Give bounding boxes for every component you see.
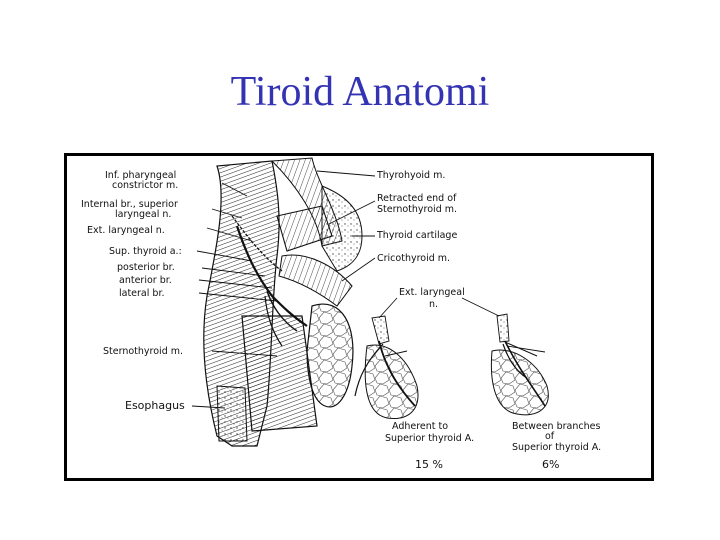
label-sup-thyroid: Sup. thyroid a.: [109,246,182,257]
label-esophagus: Esophagus [125,399,185,412]
thyroid-anatomy-illustration: Inf. pharyngeal constrictor m. Internal … [81,157,601,471]
thyroid-cartilage [321,185,363,272]
label-ext-laryngeal: Ext. laryngeal n. [87,225,165,236]
caption-of: of [545,431,555,442]
caption-adherent-to: Adherent to [392,421,448,432]
cricothyroid-muscle [278,254,353,307]
caption-between-branches: Between branches [512,421,600,432]
esophagus [216,385,248,442]
external-laryngeal-nerve [231,215,283,272]
label-retracted-sternothyroid: Sternothyroid m. [377,204,457,215]
label-laryngeal-n: laryngeal n. [115,209,171,220]
inset-between-branches-illustration [490,313,549,416]
label-constrictor: constrictor m. [112,180,178,191]
inset-leader-right [461,297,500,317]
caption-adherent-superior: Superior thyroid A. [385,433,474,444]
caption-adherent-percent: 15 % [415,458,443,471]
caption-between-percent: 6% [542,458,559,471]
label-thyrohyoid: Thyrohyoid m. [376,170,445,181]
thyroid-lobe [306,303,354,408]
label-inset-n: n. [429,299,438,310]
inset-leader-left [378,297,398,319]
sternothyroid-muscle [241,315,318,432]
left-leader-lines [191,182,278,409]
slide-title: Tiroid Anatomi [230,69,490,115]
label-posterior-br: posterior br. [117,262,175,273]
anatomy-figure: Inf. pharyngeal constrictor m. Internal … [64,153,654,481]
label-inf-pharyngeal: Inf. pharyngeal [105,170,176,181]
label-retracted-end: Retracted end of [377,193,457,204]
label-anterior-br: anterior br. [119,275,172,286]
label-sternothyroid: Sternothyroid m. [103,346,183,357]
inset-adherent-illustration [354,315,419,420]
label-inset-ext-laryngeal: Ext. laryngeal [399,287,465,298]
main-dissection-drawing [203,157,363,447]
right-leader-lines [316,170,376,282]
label-lateral-br: lateral br. [119,288,165,299]
label-thyroid-cartilage: Thyroid cartilage [376,230,457,241]
superior-thyroid-artery [235,225,308,327]
caption-between-superior: Superior thyroid A. [512,442,601,453]
label-cricothyroid: Cricothyroid m. [377,253,450,264]
label-internal-br: Internal br., superior [81,199,178,210]
